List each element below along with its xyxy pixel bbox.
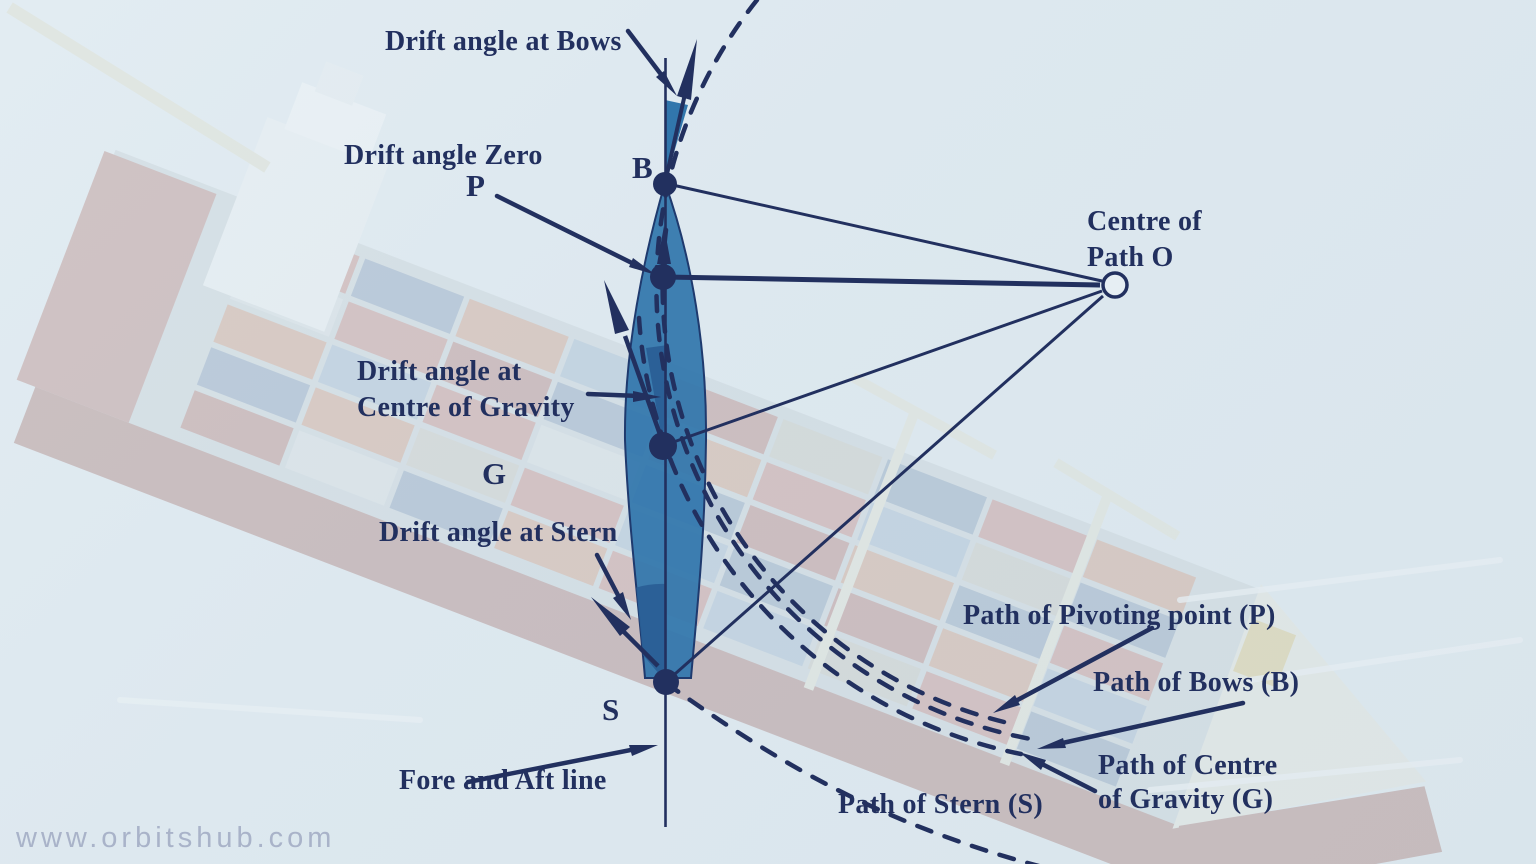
bows-label-leader xyxy=(625,28,677,96)
label-centre-of-path-line2: Path O xyxy=(1087,242,1174,273)
radius-line-o-p xyxy=(664,274,1101,288)
label-path-bows: Path of Bows (B) xyxy=(1093,667,1300,698)
photo-stern xyxy=(16,150,217,423)
photo-crane-boom xyxy=(6,2,271,173)
label-path-pivoting: Path of Pivoting point (P) xyxy=(963,600,1276,631)
label-point-p: P xyxy=(466,168,486,203)
photo-bow-deck xyxy=(1172,584,1427,829)
label-path-cog-line2: of Gravity (G) xyxy=(1098,784,1274,815)
leader-arrows xyxy=(465,28,1246,794)
photo-gantry-cranes xyxy=(803,372,1181,767)
point-p-dot xyxy=(650,264,676,290)
label-point-b: B xyxy=(632,150,653,185)
radius-line-o-g xyxy=(664,289,1103,447)
label-path-stern: Path of Stern (S) xyxy=(838,789,1043,820)
label-point-g: G xyxy=(482,456,507,491)
fore-aft-label-leader xyxy=(465,745,658,785)
gravity-drift-arrow xyxy=(622,335,665,441)
label-drift-angle-zero: Drift angle Zero xyxy=(344,140,543,171)
label-drift-angle-cog-line2: Centre of Gravity xyxy=(357,392,575,423)
label-centre-of-path-line1: Centre of xyxy=(1087,206,1202,237)
point-b-dot xyxy=(653,172,677,196)
centre-of-path-circle xyxy=(1101,271,1129,299)
label-point-s: S xyxy=(602,692,620,727)
path-of-bows-arc xyxy=(654,0,1039,743)
label-drift-angle-cog: Drift angle at Centre of Gravity xyxy=(357,354,575,426)
label-fore-and-aft: Fore and Aft line xyxy=(399,765,607,796)
path-cog-label-leader xyxy=(1019,752,1098,794)
label-drift-angle-stern: Drift angle at Stern xyxy=(379,517,618,548)
stern-label-leader xyxy=(594,552,631,620)
radius-line-o-s xyxy=(666,294,1104,683)
zero-label-leader xyxy=(494,193,656,275)
radius-line-o-b xyxy=(667,182,1103,283)
radius-lines xyxy=(664,182,1104,683)
label-drift-angle-bows: Drift angle at Bows xyxy=(385,26,622,57)
point-markers xyxy=(649,172,679,695)
photo-wave-streaks xyxy=(117,557,1523,793)
path-pivot-label-leader xyxy=(993,625,1155,713)
point-g-dot xyxy=(649,432,677,460)
stern-drift-arrow xyxy=(618,626,660,668)
photo-containers xyxy=(180,218,1197,787)
label-centre-of-path: Centre of Path O xyxy=(1087,204,1202,276)
path-bows-label-leader xyxy=(1037,700,1246,749)
photo-bow-crane xyxy=(1233,618,1297,688)
label-drift-angle-cog-line1: Drift angle at xyxy=(357,356,522,387)
bow-drift-arrow xyxy=(663,84,689,184)
drift-direction-arrows xyxy=(591,39,697,668)
label-path-cog: Path of Centre of Gravity (G) xyxy=(1098,749,1277,817)
photo-bow-hull xyxy=(1177,786,1443,864)
label-path-cog-line1: Path of Centre xyxy=(1098,750,1278,781)
cog-label-leader xyxy=(585,391,661,402)
point-s-dot xyxy=(653,669,679,695)
path-of-gravity-arc xyxy=(636,315,1024,757)
watermark-url: www.orbitshub.com xyxy=(16,822,336,854)
photo-superstructure xyxy=(6,2,389,332)
